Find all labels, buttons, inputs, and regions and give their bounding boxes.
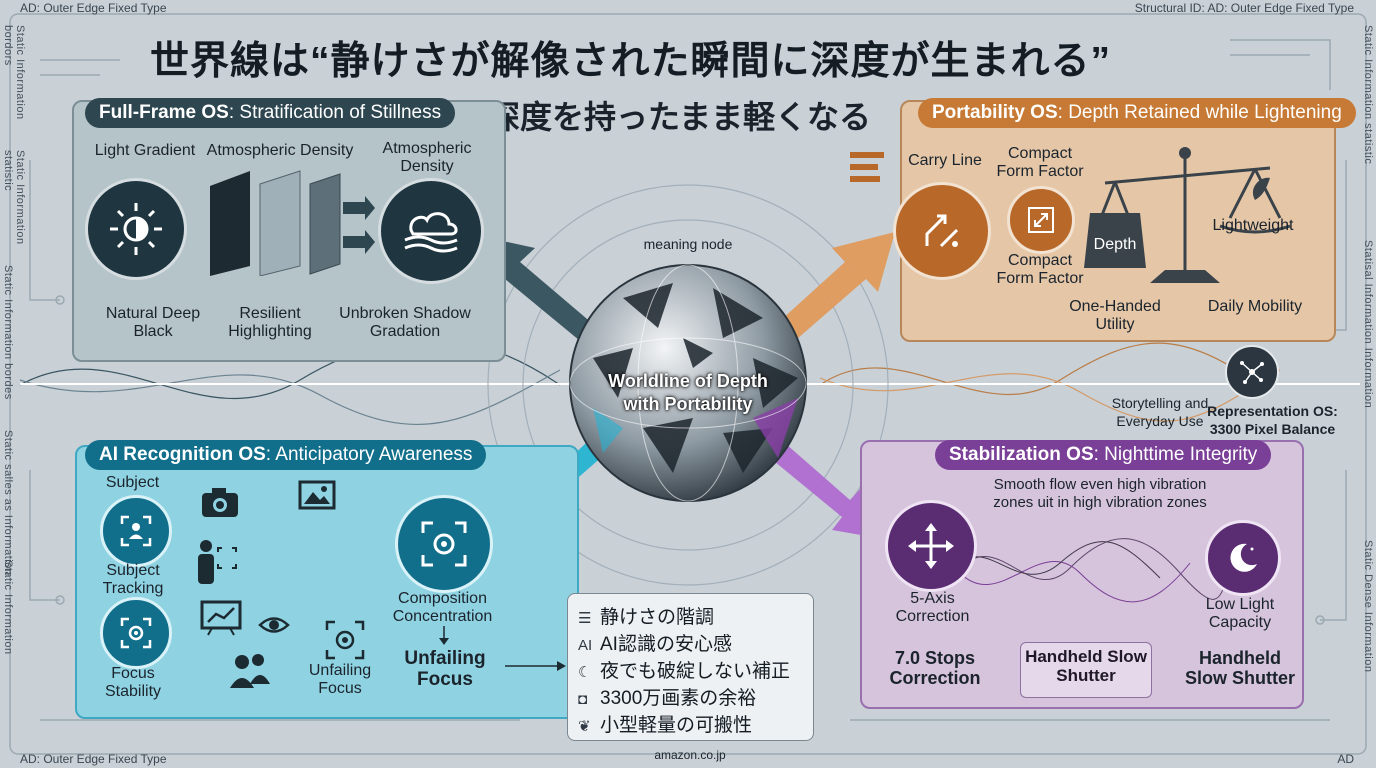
chart-board-icon	[200, 600, 242, 636]
side-label-left-2: Static Information statistic	[2, 150, 26, 245]
handheld-slow-shutter-box: Handheld Slow Shutter	[1020, 642, 1152, 698]
handheld-slow-shutter-label: Handheld Slow Shutter	[1184, 648, 1295, 688]
summary-item-text: 3300万画素の余裕	[600, 688, 757, 709]
unfailing-focus-label: Unfailing Focus	[404, 648, 486, 690]
summary-item-1: ☰ 静けさの階調	[578, 602, 714, 629]
composition-concentration-label: Composition Concentration	[392, 590, 493, 625]
summary-item-5: ❦ 小型軽量の可搬性	[578, 710, 752, 737]
summary-item-2: AI AI認識の安心感	[578, 629, 732, 656]
full-frame-header-rest: : Stratification of Stillness	[228, 102, 442, 123]
subject-tracking-icon	[100, 495, 172, 567]
list-connector-arrow	[505, 661, 566, 671]
representation-os-label: Representation OS: 3300 Pixel Balance	[1207, 403, 1338, 437]
one-handed-utility-label: One-Handed Utility	[1069, 298, 1161, 333]
meaning-node-label: meaning node	[643, 236, 733, 252]
person-tracking-icon	[198, 540, 237, 584]
summary-item-text: 静けさの階調	[600, 607, 715, 628]
frame-label-top-right: Structural ID: AD: Outer Edge Fixed Type	[1134, 1, 1354, 15]
natural-deep-black-label: Natural Deep Black	[105, 305, 201, 340]
full-frame-header-bold: Full-Frame OS	[99, 102, 229, 123]
side-label-left-5: Static Information	[2, 560, 14, 655]
moon-icon: ☾	[578, 664, 592, 681]
portability-header-rest: : Depth Retained while Lightening	[1057, 102, 1342, 123]
focus-stability-label: Focus Stability	[104, 665, 162, 700]
cloud-icon	[378, 178, 484, 284]
expand-icon	[1007, 186, 1075, 254]
composition-icon	[395, 495, 493, 593]
sun-icon	[85, 178, 187, 280]
portability-header-bold: Portability OS	[932, 102, 1058, 123]
compact-form-factor-label: Compact Form Factor	[996, 145, 1084, 180]
carry-line-icon	[893, 182, 991, 280]
vibration-waves	[960, 538, 1230, 603]
compact-form-factor-label-2: Compact Form Factor	[996, 252, 1084, 287]
subject-label: Subject	[105, 474, 160, 491]
ai-recognition-panel	[75, 445, 579, 719]
frame-label-top-left: AD: Outer Edge Fixed Type	[20, 1, 167, 15]
summary-list: ☰ 静けさの階調 AI AI認識の安心感 ☾ 夜でも破綻しない補正 ◘ 3300万画素の…	[567, 593, 814, 741]
five-axis-label: 5-Axis Correction	[895, 590, 970, 625]
layer-filters-icon	[210, 170, 375, 276]
frame-label-bottom-left: AD: Outer Edge Fixed Type	[20, 752, 167, 766]
side-label-right-1: Static Information statistic	[1362, 25, 1374, 165]
side-label-left-4: Static salles as Information	[2, 430, 14, 576]
atmospheric-density-label: Atmospheric Density	[206, 142, 354, 159]
daily-mobility-label: Daily Mobility	[1207, 298, 1303, 315]
stops-correction-label: 7.0 Stops Correction	[889, 648, 981, 688]
five-axis-icon	[885, 500, 977, 592]
camera-icon: ◘	[578, 691, 588, 708]
lightweight-label: Lightweight	[1212, 217, 1294, 234]
sphere-text: Worldline of Depth with Portability	[608, 371, 768, 414]
portability-header: Portability OS: Depth Retained while Lig…	[918, 98, 1356, 128]
summary-item-text: 夜でも破綻しない補正	[600, 661, 791, 682]
eye-icon	[258, 617, 290, 633]
carry-line-label: Carry Line	[908, 152, 982, 169]
focus-target-icon	[100, 597, 172, 669]
unbroken-shadow-label: Unbroken Shadow Gradation	[339, 305, 471, 340]
side-label-left-1: Static Information bordors	[2, 25, 26, 120]
leaf-icon: ❦	[578, 718, 591, 735]
resilient-highlighting-label: Resilient Highlighting	[228, 305, 312, 340]
frame-label-bottom-right: AD	[1337, 752, 1354, 766]
summary-item-3: ☾ 夜でも破綻しない補正	[578, 656, 790, 683]
network-icon	[1225, 345, 1279, 399]
moon-icon	[1205, 520, 1281, 596]
full-frame-header: Full-Frame OS: Stratification of Stillne…	[85, 98, 456, 128]
main-title: 世界線は“静けさが解像された瞬間に深度が生まれる”	[150, 40, 1112, 83]
balance-scale-icon	[1084, 147, 1291, 283]
down-arrow-icon	[439, 626, 449, 645]
light-gradient-label: Light Gradient	[94, 142, 196, 159]
ai-header-rest: : Anticipatory Awareness	[265, 444, 473, 465]
low-light-label: Low Light Capacity	[1205, 596, 1275, 631]
side-label-right-3: Static Dense Information	[1362, 540, 1374, 673]
bars-icon	[850, 152, 884, 182]
stabilization-header-bold: Stabilization OS	[949, 444, 1094, 465]
side-label-right-2: Statisal Information Information	[1362, 240, 1374, 409]
stabilization-header: Stabilization OS: Nighttime Integrity	[935, 440, 1272, 470]
smooth-flow-label: Smooth flow even high vibration zones ui…	[993, 476, 1207, 511]
stabilization-header-rest: : Nighttime Integrity	[1093, 444, 1258, 465]
worldline-sphere	[569, 264, 807, 502]
unfailing-focus-small-label: Unfailing Focus	[308, 662, 372, 697]
image-icon	[298, 480, 336, 510]
footer-source: amazon.co.jp	[654, 748, 726, 762]
summary-item-text: 小型軽量の可搬性	[600, 715, 753, 736]
summary-item-text: AI認識の安心感	[600, 634, 732, 655]
ai-header-bold: AI Recognition OS	[99, 444, 266, 465]
summary-item-4: ◘ 3300万画素の余裕	[578, 683, 756, 710]
focus-icon	[325, 620, 365, 660]
subtitle: 深度を持ったまま軽くなる	[488, 99, 872, 135]
subject-tracking-label: Subject Tracking	[102, 562, 164, 597]
ai-icon: AI	[578, 637, 593, 654]
camera-icon	[202, 488, 238, 517]
storytelling-label: Storytelling and Everyday Use	[1111, 395, 1209, 429]
sliders-icon: ☰	[578, 610, 592, 627]
people-icon	[230, 654, 270, 688]
ai-recognition-header: AI Recognition OS: Anticipatory Awarenes…	[85, 440, 487, 470]
handheld-label-1: Handheld Slow Shutter	[1025, 647, 1147, 685]
atmospheric-density-label-2: Atmospheric Density	[382, 140, 472, 175]
depth-label: Depth	[1093, 236, 1137, 253]
side-label-left-3: Static Information bordes	[2, 265, 14, 400]
